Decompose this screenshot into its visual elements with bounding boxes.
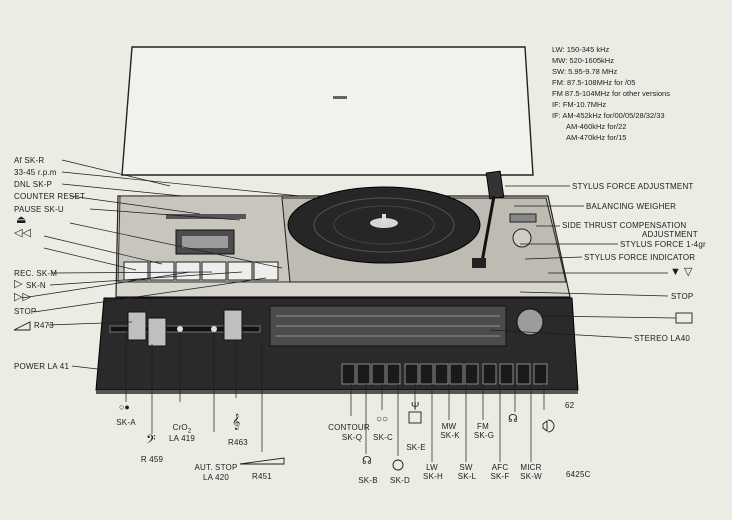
label-af: Af SK-R (14, 156, 45, 165)
spec-if-fm: IF: FM-10.7MHz (552, 100, 607, 109)
label-fm: FM (477, 422, 489, 431)
label-stylus-force-indicator: STYLUS FORCE INDICATOR (584, 253, 696, 262)
label-ska: SK-A (116, 418, 136, 427)
cassette-keys (123, 261, 279, 281)
misc-symbols (13, 312, 693, 471)
spec-sw: SW: 5.95-9.78 MHz (552, 67, 618, 76)
label-lw: LW (426, 463, 438, 472)
label-contour: CONTOUR (328, 423, 370, 432)
label-stop-left: STOP (14, 307, 37, 316)
label-play: SK-N (26, 281, 46, 290)
label-cro2: CrO2 (172, 423, 192, 435)
spec-lw: LW: 150-345 kHz (552, 45, 610, 54)
unit-body (95, 170, 579, 394)
label-aut-stop: AUT. STOP (194, 463, 238, 472)
antenna-icon: Ψ (411, 401, 420, 412)
label-r459: R 459 (140, 455, 164, 464)
push-button-row (341, 363, 548, 385)
label-la420: LA 420 (202, 473, 230, 482)
spec-fm-05: FM: 87.5-108MHz for /05 (552, 78, 636, 87)
label-pause: PAUSE SK-U (14, 205, 64, 214)
label-page-62: 62 (565, 401, 575, 410)
label-stop-right: STOP (671, 292, 694, 301)
spec-mw: MW: 520-1605kHz (552, 56, 614, 65)
label-side-thrust-1: SIDE THRUST COMPENSATION (562, 221, 687, 230)
label-skk: SK-K (440, 431, 460, 440)
label-rec: REC. SK-M (14, 269, 58, 278)
label-skf: SK-F (490, 472, 510, 481)
dust-cover (121, 46, 534, 176)
tuning-knob (516, 308, 544, 336)
label-power: POWER LA 41 (14, 362, 70, 371)
tuning-scale (276, 315, 500, 337)
label-mw: MW (441, 422, 457, 431)
spec-if-am: IF: AM-452kHz for/00/05/28/32/33 (552, 111, 665, 120)
label-skq: SK-Q (341, 433, 363, 442)
label-stereo: STEREO LA40 (634, 334, 691, 343)
spec-fm-other: FM 87.5-104MHz for other versions (552, 89, 670, 98)
fast-forward-icon: ▷▷ (14, 291, 31, 303)
turntable-platter (287, 186, 481, 264)
label-skw: SK-W (520, 472, 542, 481)
label-r451: R451 (252, 472, 272, 481)
label-dnl: DNL SK-P (14, 180, 53, 189)
label-la419: LA 419 (168, 434, 196, 443)
eject-icon: ⏏ (16, 214, 27, 226)
spec-am-15: AM-470kHz for/15 (566, 133, 627, 142)
label-ske: SK-E (406, 443, 426, 452)
treble-clef-icon: 𝄞 (232, 413, 241, 429)
label-rpm: 33-45 r.p.m (14, 168, 57, 177)
tape-icon: ○○ (376, 414, 389, 425)
label-sw: SW (459, 463, 473, 472)
label-skg: SK-G (473, 431, 495, 440)
headphones-icon-2: ☊ (508, 413, 518, 425)
rewind-icon: ◁◁ (14, 227, 31, 239)
label-r473: R473 (34, 321, 54, 330)
label-side-thrust-2: ADJUSTMENT (642, 230, 698, 239)
label-skh: SK-H (423, 472, 443, 481)
label-skb: SK-B (358, 476, 378, 485)
label-stylus-force-adjustment: STYLUS FORCE ADJUSTMENT (572, 182, 694, 191)
record-dot-icon: ○● (119, 402, 130, 412)
label-counter-reset: COUNTER RESET (14, 192, 86, 201)
bass-clef-icon: 𝄢 (146, 433, 156, 450)
label-skd: SK-D (390, 476, 410, 485)
label-stylus-force: STYLUS FORCE 1-4gr (620, 240, 706, 249)
label-skc: SK-C (373, 433, 393, 442)
level-triangles-icon: ▼ ▽ (670, 266, 693, 278)
play-icon: ▷ (14, 278, 23, 290)
tonearm (472, 170, 537, 268)
label-r463: R463 (228, 438, 248, 447)
label-balancing-weigher: BALANCING WEIGHER (586, 202, 677, 211)
label-skl: SK-L (457, 472, 477, 481)
headphones-icon: ☊ (362, 455, 372, 467)
label-micr: MICR (520, 463, 542, 472)
spec-am-22: AM-460kHz for/22 (566, 122, 627, 131)
slider-controls (109, 309, 261, 347)
label-code: 6425C (566, 470, 591, 479)
label-afc: AFC (491, 463, 509, 472)
leader-lines (21, 159, 677, 462)
